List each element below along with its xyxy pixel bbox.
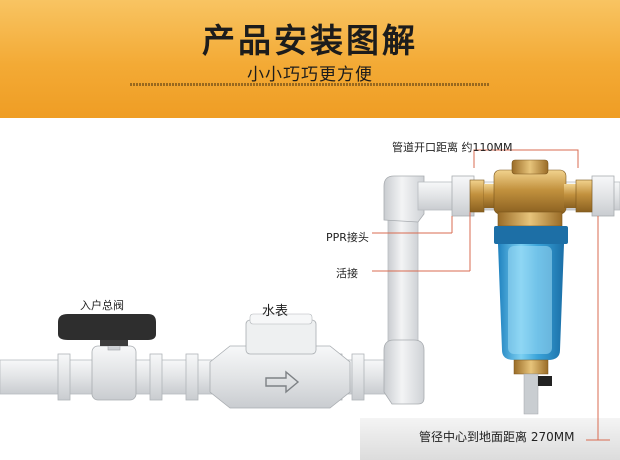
label-pipe-height: 管径中心到地面距离 270MM bbox=[419, 430, 575, 444]
page-title: 产品安装图解 bbox=[202, 21, 418, 60]
label-pipe-opening: 管道开口距离 约110MM bbox=[392, 141, 513, 154]
pipe-coupling bbox=[185, 353, 199, 401]
filter-mesh bbox=[508, 246, 552, 354]
ppr-joint-right bbox=[591, 175, 615, 217]
dimension-line-top bbox=[473, 149, 579, 168]
pipe-coupling bbox=[57, 353, 71, 401]
header-banner: 产品安装图解 小小巧巧更方便 bbox=[0, 0, 620, 118]
label-water-meter: 水表 bbox=[262, 304, 289, 319]
main-valve bbox=[58, 314, 156, 401]
label-union: 活接 bbox=[336, 267, 358, 280]
flow-arrow-icon bbox=[265, 370, 300, 394]
page-subtitle: 小小巧巧更方便 bbox=[247, 65, 373, 85]
pipe-coupling bbox=[351, 353, 365, 401]
filter-bowl bbox=[494, 226, 568, 415]
brass-filter-head bbox=[469, 159, 593, 227]
pipe-coupling bbox=[149, 353, 163, 401]
floor bbox=[360, 418, 620, 460]
label-ppr-joint: PPR接头 bbox=[326, 231, 369, 244]
installation-diagram bbox=[0, 149, 620, 460]
valve-handle bbox=[58, 314, 156, 340]
label-main-valve: 入户总阀 bbox=[80, 299, 124, 312]
lower-elbow bbox=[383, 339, 425, 405]
water-meter bbox=[209, 313, 351, 409]
decorative-fine-print-line bbox=[130, 83, 490, 86]
drain-valve-icon bbox=[538, 376, 552, 386]
